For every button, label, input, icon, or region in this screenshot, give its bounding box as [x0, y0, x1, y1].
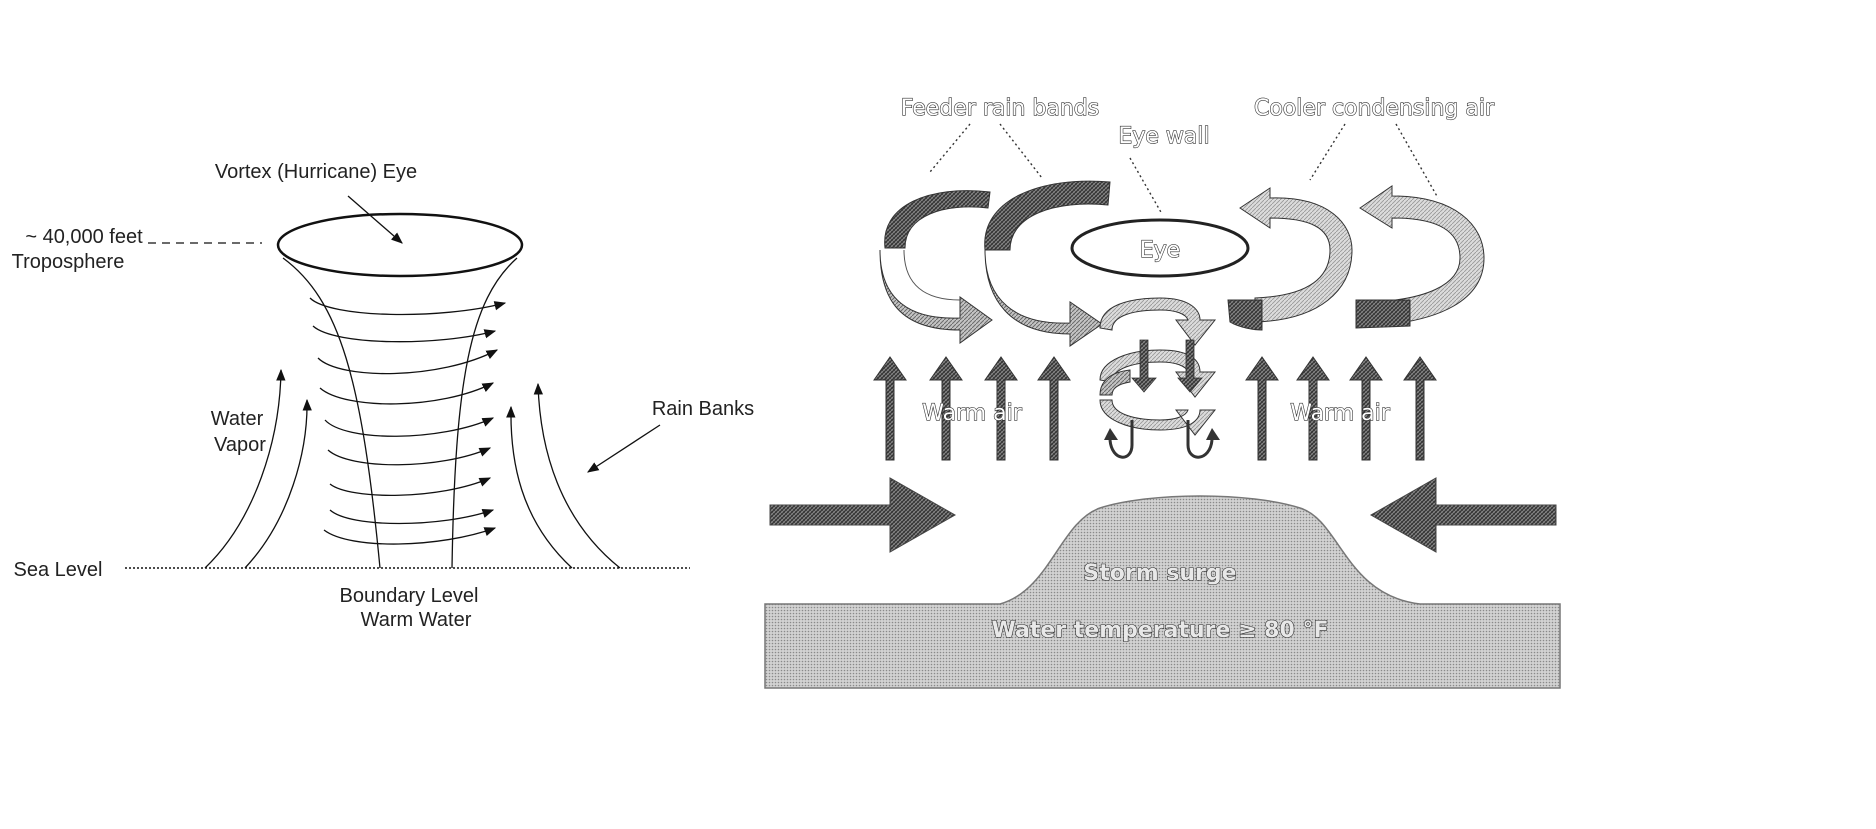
water-vapor-arrows — [205, 370, 620, 568]
warm-air-left-label: Warm air — [922, 401, 1023, 426]
funnel-outer-right — [452, 258, 517, 568]
vortex-eye-ellipse — [278, 214, 522, 276]
cooler-air-swirl-2 — [1356, 186, 1484, 328]
warm-air-right-label: Warm air — [1290, 401, 1391, 426]
feeder-rain-band-swirl-1 — [880, 191, 992, 343]
water-temperature-label: Water temperature ≥ 80 °F — [991, 618, 1328, 643]
right-hurricane-structure-diagram: Feeder rain bands Eye wall Cooler conden… — [765, 96, 1560, 688]
inflow-arrow-right — [1371, 478, 1556, 552]
eye-wall-label: Eye wall — [1118, 124, 1209, 149]
altitude-label: ~ 40,000 feet — [25, 226, 143, 248]
rain-banks-pointer-arrow — [588, 425, 660, 472]
feeder-rain-bands-label: Feeder rain bands — [901, 96, 1099, 121]
eye-label: Eye — [1140, 238, 1180, 263]
cooler-condensing-air-label: Cooler condensing air — [1254, 96, 1495, 121]
sea-level-label: Sea Level — [14, 559, 103, 581]
left-vortex-diagram: Vortex (Hurricane) Eye ~ 40,000 feet Tro… — [12, 161, 754, 631]
eye-pointer-arrow — [348, 196, 402, 243]
water-vapor-label-2: Vapor — [214, 434, 266, 456]
vortex-swirl-arrows — [310, 298, 505, 544]
vortex-eye-label: Vortex (Hurricane) Eye — [215, 161, 417, 183]
rain-banks-label: Rain Banks — [652, 398, 754, 420]
cooler-air-swirl-1 — [1228, 188, 1352, 330]
warm-water-label: Warm Water — [361, 609, 472, 631]
water-vapor-label-1: Water — [211, 408, 264, 430]
storm-surge-label: Storm surge — [1083, 561, 1236, 586]
troposphere-label: Troposphere — [12, 251, 125, 273]
eye-wall-spiral — [1100, 298, 1220, 457]
inflow-arrow-left — [770, 478, 955, 552]
boundary-level-label: Boundary Level — [340, 585, 479, 607]
